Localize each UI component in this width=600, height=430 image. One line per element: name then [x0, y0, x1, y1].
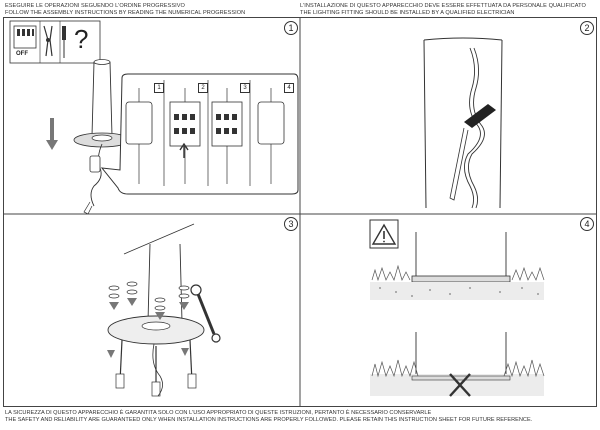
wrench-icon — [190, 284, 221, 343]
step-badge-4: 4 — [580, 217, 594, 231]
header-right-it: L'INSTALLAZIONE DI QUESTO APPARECCHIO DE… — [300, 3, 586, 9]
step-badge-3: 3 — [284, 217, 298, 231]
warning-icon — [369, 219, 399, 249]
panel-2: 2 — [300, 18, 596, 214]
footer-en: THE SAFETY AND RELIABILITY ARE GUARANTEE… — [5, 417, 533, 424]
step-badge-1: 1 — [284, 21, 298, 35]
header-left-it: ESEGUIRE LE OPERAZIONI SEGUENDO L'ORDINE… — [5, 3, 185, 9]
incorrect-mark — [449, 373, 471, 397]
header-right-en: THE LIGHTING FITTING SHOULD BE INSTALLED… — [300, 10, 515, 16]
header-left: ESEGUIRE LE OPERAZIONI SEGUENDO L'ORDINE… — [5, 3, 245, 17]
substep-2: 2 — [198, 83, 208, 93]
footer: LA SICUREZZA DI QUESTO APPARECCHIO È GAR… — [5, 410, 532, 425]
substep-1: 1 — [154, 83, 164, 93]
screwdriver-icon — [62, 26, 66, 58]
header-right: L'INSTALLAZIONE DI QUESTO APPARECCHIO DE… — [300, 3, 586, 17]
wire-stripper-icon — [43, 25, 53, 57]
panel-1-illustration — [9, 20, 299, 214]
footer-it: LA SICUREZZA DI QUESTO APPARECCHIO È GAR… — [5, 410, 432, 416]
panel-3-illustration — [107, 223, 221, 397]
substep-3: 3 — [240, 83, 250, 93]
panel-3: 3 — [4, 214, 300, 406]
off-label: OFF — [16, 51, 28, 57]
header-left-en: FOLLOW THE ASSEMBLY INSTRUCTIONS BY READ… — [5, 10, 246, 16]
panel-2-illustration — [423, 37, 503, 209]
question-mark: ? — [74, 24, 89, 54]
panel-4: 4 — [300, 214, 596, 406]
panel-4-illustration — [369, 219, 545, 397]
step-badge-2: 2 — [580, 21, 594, 35]
substep-4: 4 — [284, 83, 294, 93]
panel-1: 1 — [4, 18, 300, 214]
